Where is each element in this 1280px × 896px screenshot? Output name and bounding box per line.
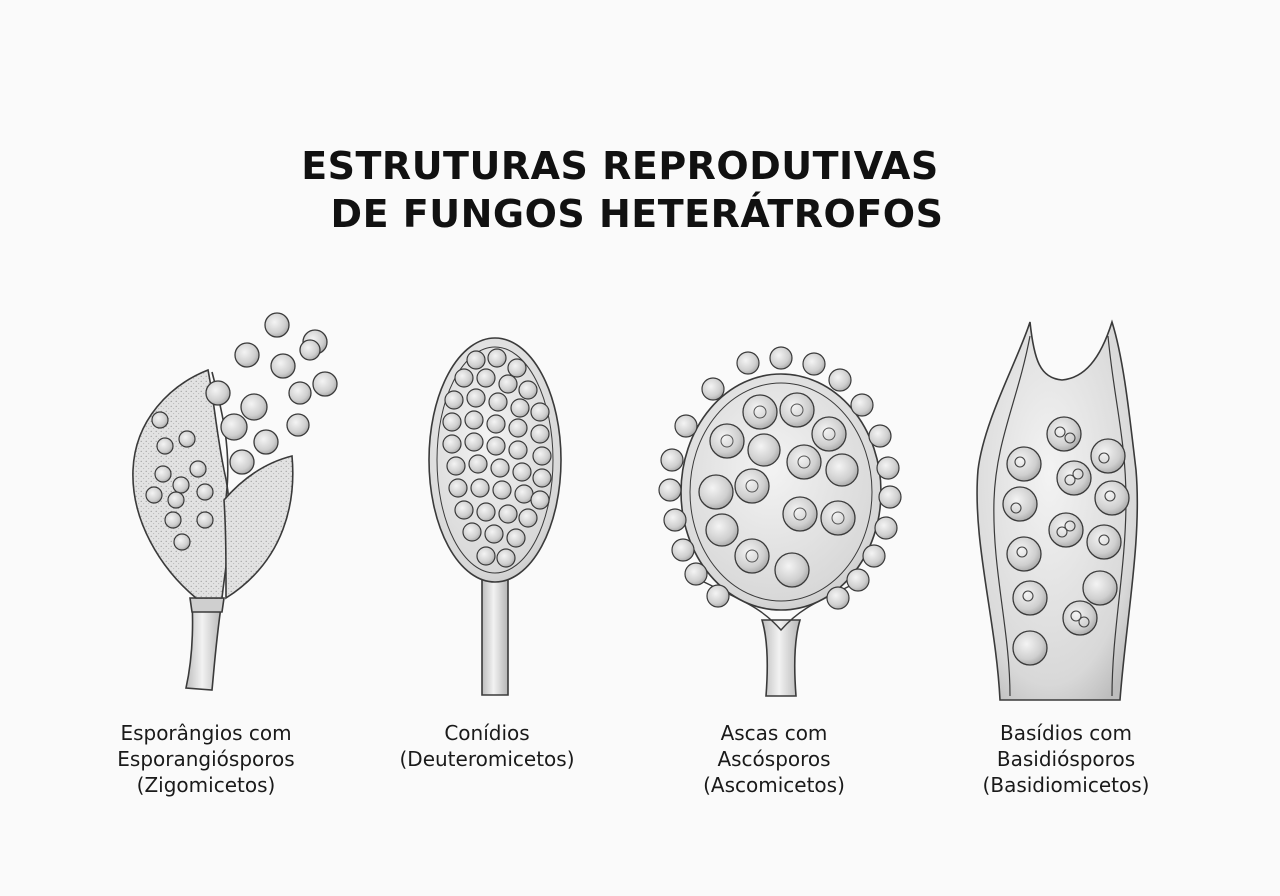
title-line-2: DE FUNGOS HETERÁTROFOS	[330, 192, 944, 236]
caption-zygomycetes: Esporângios com Esporangiósporos (Zigomi…	[66, 720, 346, 798]
caption-basidiomycetes: Basídios com Basidiósporos (Basidiomicet…	[926, 720, 1206, 798]
caption-line: (Deuteromicetos)	[399, 747, 575, 771]
conidiophore-illustration	[428, 337, 562, 696]
caption-line: (Ascomicetos)	[703, 773, 845, 797]
caption-line: Esporângios com	[120, 721, 292, 745]
caption-line: Ascas com	[720, 721, 828, 745]
caption-line: Basidiósporos	[996, 747, 1136, 771]
caption-line: Basídios com	[1000, 721, 1132, 745]
caption-line: (Basidiomicetos)	[982, 773, 1150, 797]
ascus-illustration	[658, 346, 902, 697]
caption-line: Ascósporos	[717, 747, 831, 771]
diagram-title: ESTRUTURAS REPRODUTIVAS DE FUNGOS HETERÁ…	[0, 142, 1240, 238]
caption-line: Conídios	[444, 721, 530, 745]
caption-line: (Zigomicetos)	[136, 773, 276, 797]
sporangium-illustration	[132, 312, 338, 691]
caption-deuteromycetes: Conídios (Deuteromicetos)	[347, 720, 627, 772]
title-line-1: ESTRUTURAS REPRODUTIVAS	[301, 144, 939, 188]
caption-ascomycetes: Ascas com Ascósporos (Ascomicetos)	[634, 720, 914, 798]
basidium-illustration	[976, 319, 1139, 701]
caption-line: Esporangiósporos	[117, 747, 295, 771]
